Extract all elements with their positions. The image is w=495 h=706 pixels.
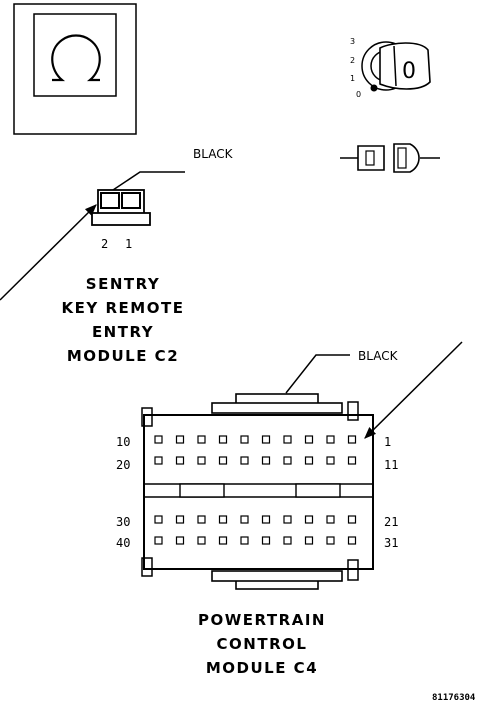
pcm-title: POWERTRAIN CONTROL MODULE C4 <box>198 611 326 677</box>
pin-cavity <box>326 536 335 545</box>
pin-cavity <box>218 435 228 444</box>
pin-cavity <box>240 456 249 465</box>
pin-cavity <box>154 435 163 444</box>
pin-cavity <box>261 536 271 545</box>
sentry-connector: BLACK 2 1 <box>0 147 234 301</box>
pcm-row-label-11: 11 <box>384 458 398 472</box>
pin-cavity <box>197 435 206 444</box>
svg-text:KEY REMOTE: KEY REMOTE <box>62 299 185 317</box>
svg-text:1: 1 <box>350 74 355 83</box>
pin-cavity <box>347 515 357 524</box>
pin-cavity <box>240 536 249 545</box>
sentry-color-label: BLACK <box>193 147 234 161</box>
pcm-row-label-10: 10 <box>116 435 130 449</box>
pin-cavity <box>304 515 314 524</box>
pin-cavity <box>154 515 163 524</box>
pin-cavity <box>218 536 228 545</box>
pin-cavity <box>283 456 292 465</box>
pin-cavity <box>326 456 335 465</box>
pcm-row-label-1: 1 <box>384 435 391 449</box>
pin-cavity <box>197 456 206 465</box>
pin-cavity <box>304 536 314 545</box>
pin-cavity <box>218 515 228 524</box>
svg-text:ENTRY: ENTRY <box>92 323 154 341</box>
pin-cavity <box>175 536 185 545</box>
pin-cavity <box>154 456 163 465</box>
pin-cavity <box>347 435 357 444</box>
figure-id: 81176304 <box>432 693 476 703</box>
ignition-switch-icon: 3 2 1 0 0 <box>350 37 431 99</box>
sentry-pointer-arrow <box>0 204 97 301</box>
sentry-pin-2: 2 <box>101 237 108 251</box>
svg-text:CONTROL: CONTROL <box>217 635 308 653</box>
pin-cavity <box>261 515 271 524</box>
pcm-row-label-30: 30 <box>116 515 130 529</box>
pin-cavity <box>240 435 249 444</box>
pin-cavity <box>175 456 185 465</box>
pcm-row-label-31: 31 <box>384 536 398 550</box>
pcm-pin-cavities <box>154 435 357 545</box>
pin-cavity <box>283 435 292 444</box>
pin-cavity <box>240 515 249 524</box>
sentry-pin-1: 1 <box>125 237 132 251</box>
pin-cavity <box>175 435 185 444</box>
pin-cavity <box>347 536 357 545</box>
pcm-row-label-40: 40 <box>116 536 130 550</box>
pin-cavity <box>304 435 314 444</box>
pcm-row-label-21: 21 <box>384 515 398 529</box>
pin-cavity <box>197 515 206 524</box>
pin-cavity <box>326 515 335 524</box>
svg-text:0: 0 <box>402 59 416 84</box>
pin-cavity <box>283 515 292 524</box>
svg-text:MODULE C4: MODULE C4 <box>206 659 318 677</box>
svg-text:POWERTRAIN: POWERTRAIN <box>198 611 326 629</box>
pcm-connector: BLACK 10 20 30 40 1 11 21 31 <box>116 341 463 590</box>
pin-cavity <box>326 435 335 444</box>
pin-cavity <box>154 536 163 545</box>
sentry-title: SENTRY KEY REMOTE ENTRY MODULE C2 <box>62 275 185 365</box>
pin-cavity <box>347 456 357 465</box>
svg-text:SENTRY: SENTRY <box>86 275 160 293</box>
pin-cavity <box>261 456 271 465</box>
pin-cavity <box>218 456 228 465</box>
svg-text:2: 2 <box>350 56 355 65</box>
pin-cavity <box>261 435 271 444</box>
connector-icon <box>340 143 440 173</box>
pin-cavity <box>197 536 206 545</box>
svg-text:0: 0 <box>356 90 361 99</box>
pin-cavity <box>283 536 292 545</box>
pcm-row-label-20: 20 <box>116 458 130 472</box>
ohm-symbol-icon <box>13 3 137 135</box>
svg-text:3: 3 <box>350 37 355 46</box>
pin-cavity <box>175 515 185 524</box>
svg-text:MODULE C2: MODULE C2 <box>67 347 179 365</box>
pin-cavity <box>304 456 314 465</box>
pcm-color-label: BLACK <box>358 349 399 363</box>
pcm-pointer-arrow <box>364 341 463 439</box>
